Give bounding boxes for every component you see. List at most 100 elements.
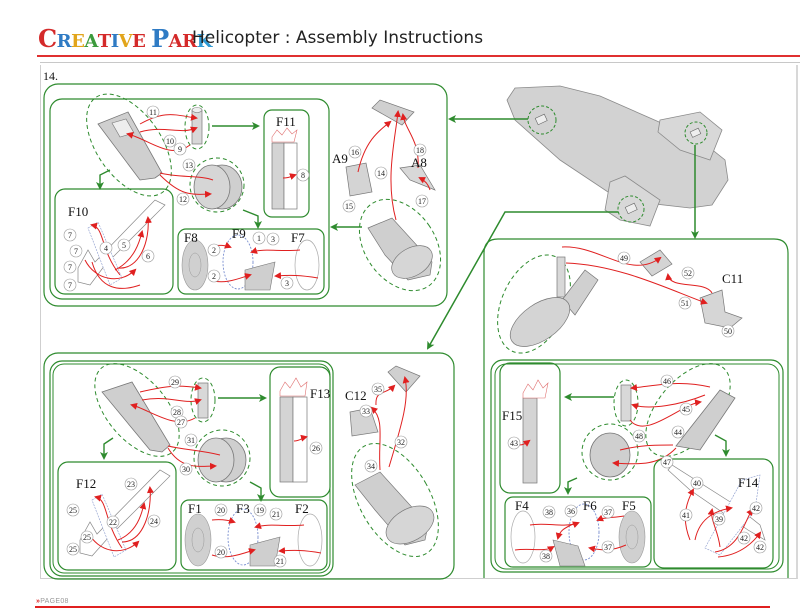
number-marker: 38	[545, 508, 553, 517]
number-marker-circle	[124, 477, 138, 491]
number-marker: 10	[166, 137, 174, 146]
flow-arrow-to-bottom-left	[427, 211, 618, 350]
part-label-f6: F6	[583, 498, 597, 513]
number-marker: 27	[177, 418, 185, 427]
page-indicator: »PAGE08	[36, 598, 69, 605]
part-label-f15: F15	[502, 408, 522, 423]
part-label-f5: F5	[622, 498, 636, 513]
number-marker-circle	[679, 402, 693, 416]
number-marker: 2	[212, 272, 216, 281]
mount-circle-front	[527, 105, 557, 135]
number-marker-circle	[207, 243, 221, 257]
number-marker: 48	[635, 432, 643, 441]
part-label-c11: C11	[722, 271, 743, 286]
part-label-f2: F2	[295, 501, 309, 516]
number-marker-circle	[214, 503, 228, 517]
number-marker: 25	[69, 506, 77, 515]
number-marker: 37	[604, 508, 612, 517]
number-marker: 35	[374, 385, 382, 394]
panel-bottom-left	[43, 352, 455, 580]
number-marker-circle	[601, 505, 615, 519]
part-label-f1: F1	[188, 501, 202, 516]
logo-letter: I	[110, 31, 119, 52]
number-marker-circle	[712, 512, 726, 526]
number-marker: 7	[74, 247, 78, 256]
number-marker-circle	[671, 425, 685, 439]
logo-letter: R	[182, 31, 197, 52]
number-marker-circle	[721, 324, 735, 338]
number-marker-circle	[280, 276, 294, 290]
number-marker-circle	[632, 429, 646, 443]
number-marker: 23	[127, 480, 135, 489]
number-marker: 14	[377, 169, 385, 178]
logo-letter: A	[84, 31, 98, 52]
number-marker: 24	[150, 517, 158, 526]
number-marker: 33	[362, 407, 370, 416]
part-label-f3: F3	[236, 501, 250, 516]
number-marker-circle	[168, 375, 182, 389]
number-marker: 16	[351, 148, 359, 157]
number-marker: 38	[542, 552, 550, 561]
number-marker: 39	[715, 515, 723, 524]
number-marker-circle	[660, 374, 674, 388]
number-marker: 20	[217, 506, 225, 515]
logo-letter: T	[97, 31, 111, 52]
number-marker: 47	[663, 458, 671, 467]
number-marker: 12	[179, 195, 187, 204]
number-marker-circle	[394, 435, 408, 449]
panel-top-left	[43, 83, 448, 307]
number-marker: 6	[146, 252, 150, 261]
number-marker-circle	[690, 476, 704, 490]
logo-letter: K	[196, 31, 213, 52]
number-marker-circle	[176, 192, 190, 206]
number-marker-circle	[266, 232, 280, 246]
number-marker: 1	[257, 234, 261, 243]
number-marker-circle	[66, 503, 80, 517]
part-label-f11: F11	[276, 114, 296, 129]
number-marker-circle	[296, 168, 310, 182]
number-marker: 8	[301, 171, 305, 180]
part-label-f9: F9	[232, 226, 246, 241]
number-marker-circle	[681, 266, 695, 280]
number-marker: 17	[418, 197, 426, 206]
number-marker-circle	[174, 415, 188, 429]
number-marker-circle	[106, 515, 120, 529]
number-marker: 37	[604, 543, 612, 552]
number-marker: 45	[682, 405, 690, 414]
number-marker: 30	[182, 465, 190, 474]
number-marker: 7	[68, 263, 72, 272]
mount-circle-left	[617, 195, 645, 223]
number-marker: 52	[684, 269, 692, 278]
number-marker-circle	[184, 433, 198, 447]
step-number: 14.	[43, 69, 58, 83]
page-header: CREATIVE PARK Helicopter : Assembly Inst…	[0, 0, 800, 63]
number-marker: 25	[83, 533, 91, 542]
number-marker-circle	[359, 404, 373, 418]
number-marker-circle	[207, 269, 221, 283]
number-marker: 3	[271, 235, 275, 244]
number-marker: 2	[212, 246, 216, 255]
number-marker-circle	[374, 166, 388, 180]
number-marker: 41	[682, 511, 690, 520]
number-marker-circle	[507, 436, 521, 450]
number-marker: 51	[681, 299, 689, 308]
header-red-rule	[37, 55, 800, 57]
number-marker: 18	[416, 146, 424, 155]
panel-top-right	[483, 238, 789, 578]
logo-letter: P	[151, 24, 169, 53]
page-title: Helicopter : Assembly Instructions	[192, 28, 484, 48]
number-marker-circle	[364, 459, 378, 473]
part-label-a9: A9	[332, 151, 348, 166]
number-marker-circle	[214, 545, 228, 559]
number-marker: 42	[752, 504, 760, 513]
number-marker-circle	[564, 504, 578, 518]
logo-letter: E	[132, 31, 146, 52]
number-marker: 21	[276, 557, 284, 566]
number-marker: 3	[285, 279, 289, 288]
number-marker-circle	[348, 145, 362, 159]
number-marker-circle	[273, 554, 287, 568]
part-label-f14: F14	[738, 475, 759, 490]
